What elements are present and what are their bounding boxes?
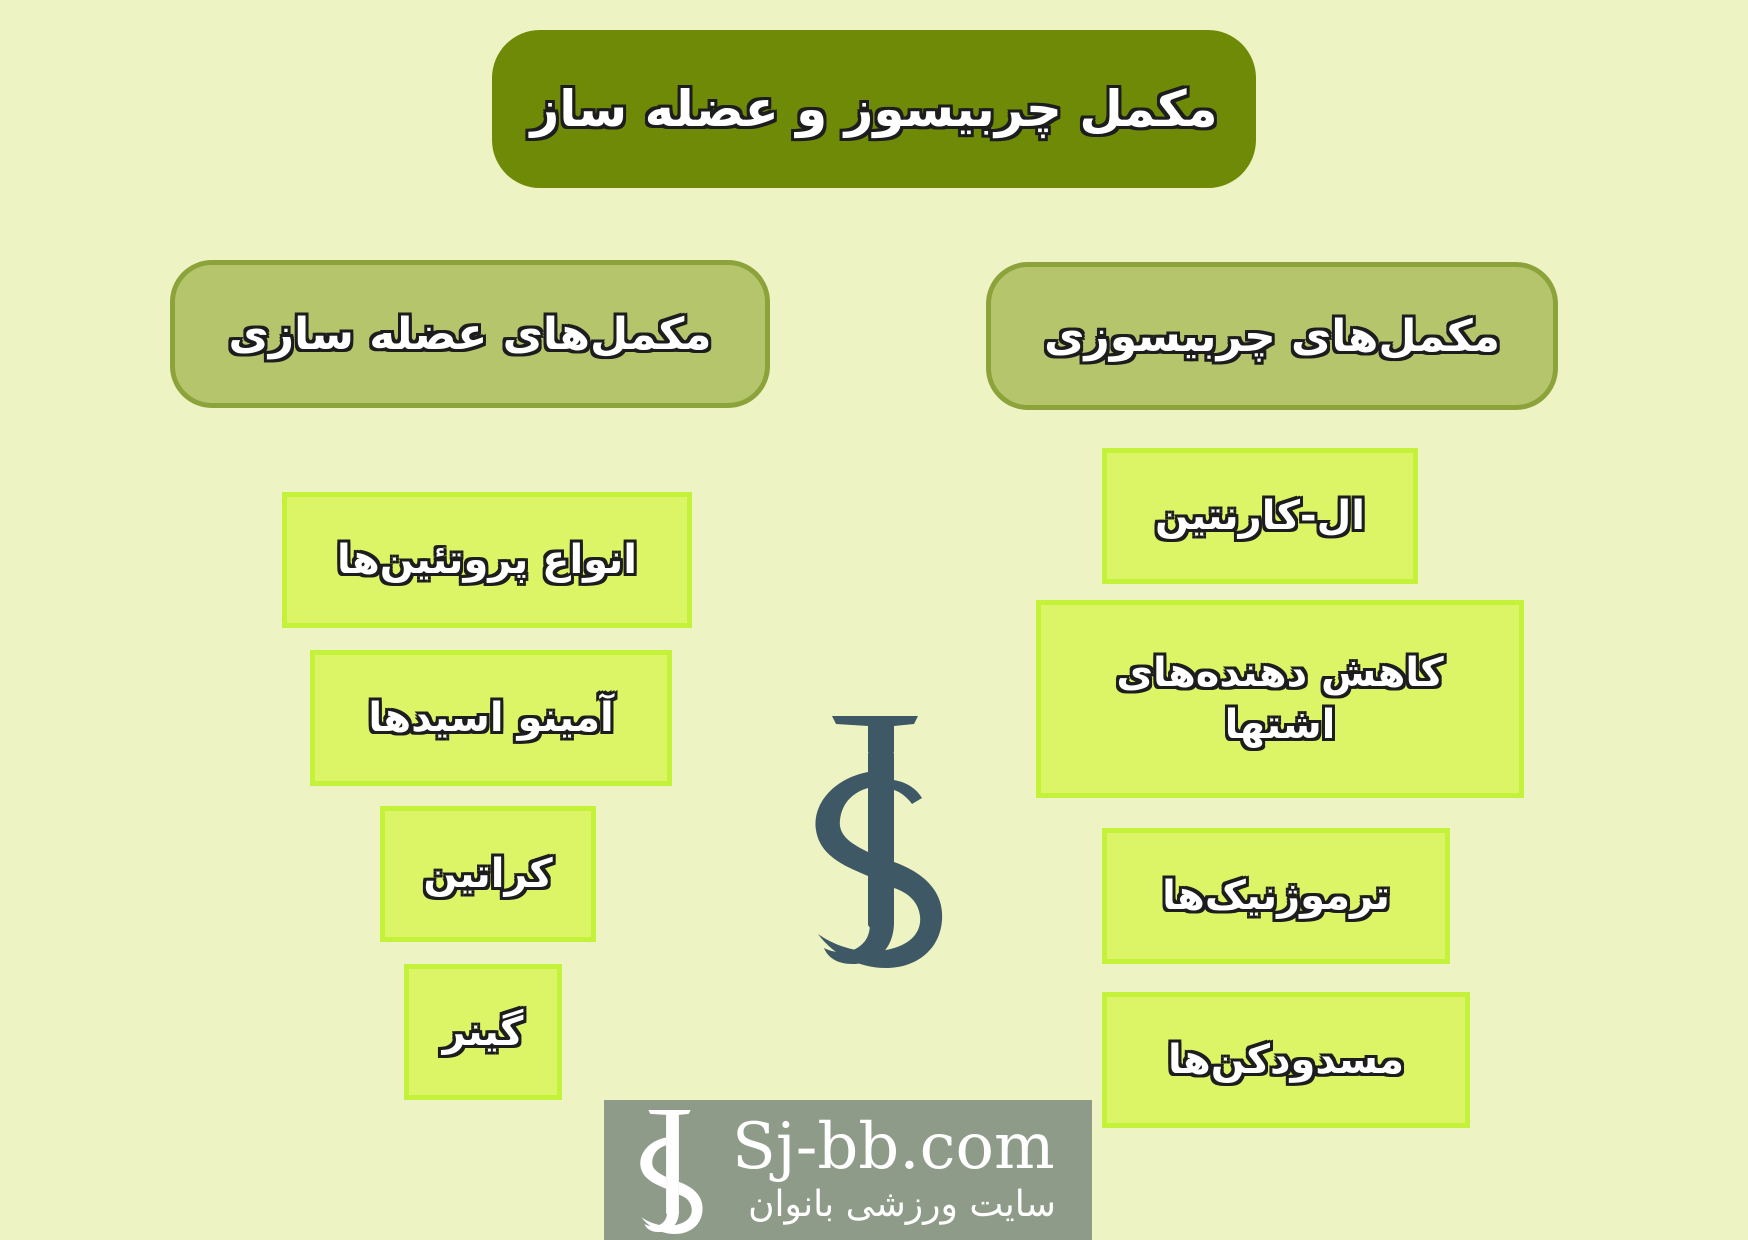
sj-watermark-logo-icon — [640, 1109, 703, 1235]
muscle-building-item: انواع پروتئین‌ها — [282, 492, 692, 628]
muscle-building-item: گینر — [404, 964, 562, 1100]
muscle-building-item: کراتین — [380, 806, 596, 942]
fat-burning-item: ال-کارنتین — [1102, 448, 1418, 584]
fat-burning-item: مسدودکن‌ها — [1102, 992, 1470, 1128]
fat-burning-item: ترموژنیک‌ها — [1102, 828, 1450, 964]
category-fat-burning: مکمل‌های چربیسوزی — [986, 262, 1558, 410]
watermark-banner: Sj-bb.com سایت ورزشی بانوان — [604, 1100, 1092, 1240]
watermark-subtitle: سایت ورزشی بانوان — [748, 1184, 1056, 1225]
category-muscle-building: مکمل‌های عضله سازی — [170, 260, 770, 408]
watermark-domain: Sj-bb.com — [732, 1110, 1055, 1184]
diagram-title: مکمل چربیسوز و عضله ساز — [492, 30, 1256, 188]
fat-burning-item: کاهش دهنده‌های اشتها — [1036, 600, 1524, 798]
muscle-building-item: آمینو اسیدها — [310, 650, 672, 786]
sj-logo-icon — [815, 716, 943, 968]
